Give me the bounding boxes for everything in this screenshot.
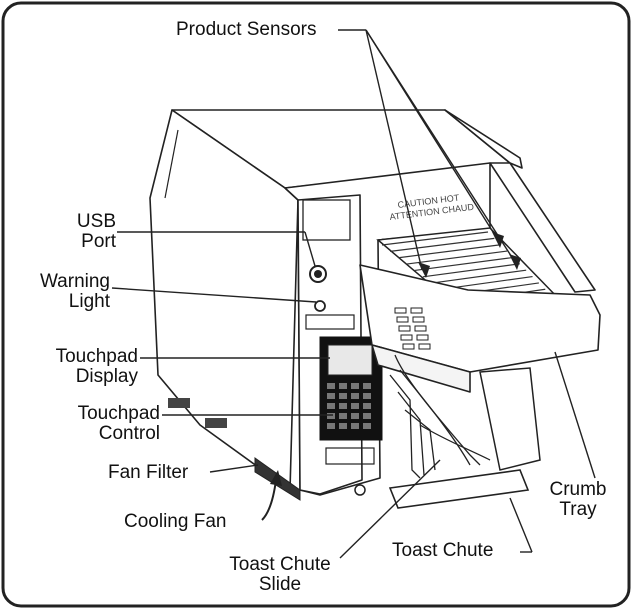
leader-product-sensors-1 — [365, 29, 423, 271]
foot-mid — [205, 418, 227, 428]
right-support — [479, 367, 541, 471]
conveyor-rod — [414, 256, 514, 272]
keypad-button — [351, 393, 359, 399]
cooling-fan-foot — [354, 484, 366, 496]
crumb-tray-slot — [394, 307, 407, 314]
label-warning-light: Warning Light — [30, 272, 110, 312]
side-panel-edge — [164, 129, 179, 199]
keypad-button — [351, 383, 359, 389]
conveyor-rod — [390, 237, 495, 252]
keypad-button — [327, 423, 335, 429]
label-crumb-tray-line-1: Crumb — [549, 479, 607, 500]
conveyor-rod — [422, 263, 520, 278]
crumb-tray-slot — [418, 343, 431, 350]
label-touchpad-display-line-2: Display — [75, 366, 138, 387]
keypad-button — [363, 393, 371, 399]
keypad-button — [363, 413, 371, 419]
keypad-button — [327, 393, 335, 399]
crumb-tray-slot — [398, 325, 411, 332]
keypad-button — [339, 403, 347, 409]
keypad-button — [339, 383, 347, 389]
label-touchpad-control-line-2: Control — [98, 423, 160, 444]
touchpad-keypad — [327, 383, 371, 429]
keypad-button — [351, 403, 359, 409]
label-fan-filter: Fan Filter — [108, 462, 189, 483]
crumb-tray-slot — [410, 307, 423, 314]
crumb-tray-slots — [394, 307, 431, 350]
label-toast-chute-slide-line-2: Slide — [258, 574, 302, 595]
label-warning-light-line-2: Light — [68, 291, 110, 312]
label-plate — [305, 314, 355, 330]
label-toast-chute: Toast Chute — [392, 540, 494, 561]
crumb-tray-slot — [400, 334, 413, 341]
toast-chute-tray — [388, 469, 530, 509]
keypad-button — [339, 393, 347, 399]
conveyor-rod — [406, 250, 508, 265]
crumb-tray-slot — [416, 334, 429, 341]
crumb-tray-slot — [414, 325, 427, 332]
keypad-button — [327, 413, 335, 419]
label-toast-chute-slide-line-1: Toast Chute — [229, 554, 331, 575]
label-touchpad-control-line-1: Touchpad — [77, 403, 160, 424]
label-usb-port: USB Port — [58, 212, 116, 252]
keypad-button — [351, 413, 359, 419]
label-product-sensors: Product Sensors — [176, 19, 317, 40]
label-usb-port-line-2: Port — [81, 231, 116, 252]
label-cooling-fan: Cooling Fan — [124, 511, 227, 532]
toast-chute-slide — [389, 354, 491, 479]
crumb-tray-slot — [412, 316, 425, 323]
conveyor-rod — [381, 231, 489, 246]
keypad-button — [327, 383, 335, 389]
label-touchpad-display-line-1: Touchpad — [55, 346, 138, 367]
conveyor-rod — [398, 244, 501, 259]
keypad-button — [363, 423, 371, 429]
label-touchpad-control: Touchpad Control — [30, 404, 160, 444]
foot-left — [168, 398, 190, 408]
warning-light-icon — [314, 300, 326, 312]
leader-crumb-tray — [554, 351, 596, 479]
cooling-fan-arrowhead — [270, 470, 282, 486]
bottom-plate — [325, 447, 375, 465]
top-cover-right — [444, 109, 523, 169]
keypad-button — [351, 423, 359, 429]
right-cover — [489, 162, 596, 293]
crumb-tray-slot — [396, 316, 409, 323]
keypad-button — [363, 403, 371, 409]
label-warning-light-line-1: Warning — [39, 271, 110, 292]
keypad-button — [339, 413, 347, 419]
keypad-button — [327, 403, 335, 409]
leader-warning-light — [111, 287, 317, 303]
label-crumb-tray-line-2: Tray — [559, 499, 597, 520]
keypad-button — [363, 383, 371, 389]
label-usb-port-line-1: USB — [76, 211, 116, 232]
keypad-button — [339, 423, 347, 429]
leader-fan-filter — [209, 464, 259, 473]
label-crumb-tray: Crumb Tray — [538, 480, 618, 520]
crumb-tray-slot — [402, 343, 415, 350]
label-touchpad-display: Touchpad Display — [10, 347, 138, 387]
display-window-top — [302, 199, 351, 241]
touchpad-display-screen — [327, 344, 373, 376]
leader-product-sensors-3 — [365, 29, 516, 263]
label-toast-chute-slide: Toast Chute Slide — [210, 555, 350, 595]
conveyor-rod — [431, 269, 527, 284]
leader-toast-chute-slide — [339, 459, 441, 559]
